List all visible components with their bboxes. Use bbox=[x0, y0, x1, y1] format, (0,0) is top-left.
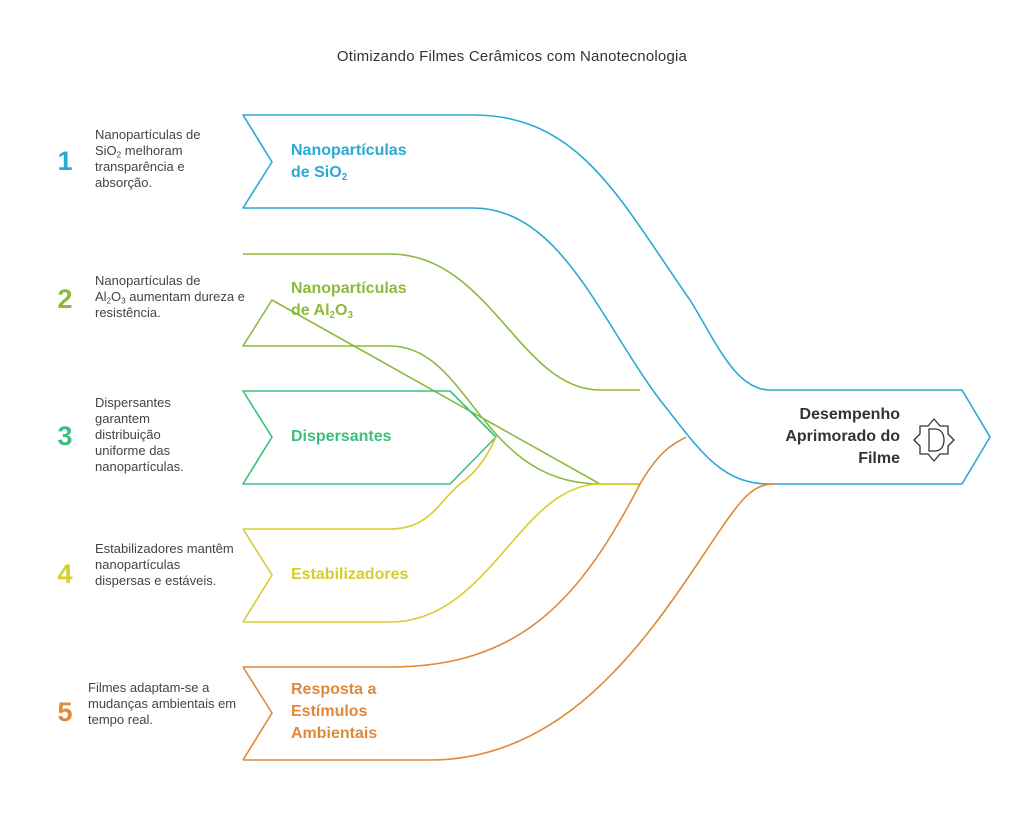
target-label: Desempenho Aprimorado do Filme bbox=[785, 406, 900, 467]
step-label-4: Estabilizadores bbox=[291, 566, 409, 583]
step-label-5: Resposta a Estímulos Ambientais bbox=[291, 681, 378, 742]
band-resposta bbox=[242, 483, 776, 761]
band-estabilizadores bbox=[242, 483, 641, 623]
step-description-5: Filmes adaptam-se a mudanças ambientais … bbox=[88, 680, 237, 727]
band-resposta-top bbox=[639, 436, 687, 485]
step-number-2: 2 bbox=[57, 284, 73, 314]
step-number-3: 3 bbox=[57, 421, 73, 451]
step-label-3: Dispersantes bbox=[291, 428, 392, 445]
band-estabilizadores-link bbox=[459, 436, 497, 485]
step-description-4: Estabilizadores mantêm nanopartículas di… bbox=[95, 541, 234, 588]
band-sio2 bbox=[242, 114, 991, 485]
step-number-5: 5 bbox=[57, 697, 73, 727]
diamond-d-icon bbox=[913, 418, 955, 462]
step-number-1: 1 bbox=[57, 146, 73, 176]
step-number-4: 4 bbox=[57, 559, 73, 589]
step-description-3: Dispersantes garantem distribuição unifo… bbox=[95, 395, 184, 474]
band-dispersantes bbox=[242, 390, 497, 485]
diagram-title: Otimizando Filmes Cerâmicos com Nanotecn… bbox=[336, 48, 688, 65]
band-al2o3 bbox=[242, 253, 640, 485]
